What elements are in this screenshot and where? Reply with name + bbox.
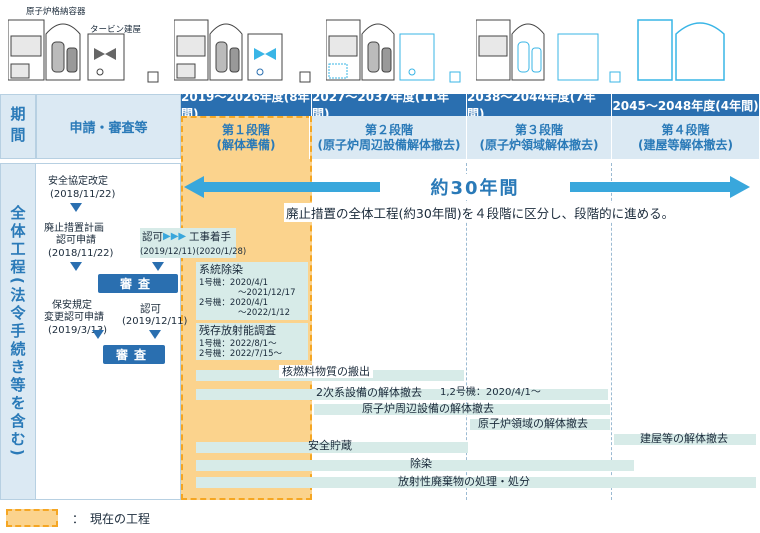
bar-safe-storage — [196, 442, 468, 453]
decon-unit1-end: ～2021/12/17 — [238, 288, 296, 298]
bar-reactor-region — [470, 419, 610, 430]
stage4-desc: (建屋等解体撤去) — [638, 137, 733, 152]
review-1: 審査 — [98, 274, 178, 293]
bar-building-label: 建屋等の解体撤去 — [640, 432, 728, 445]
application-column — [36, 163, 181, 500]
legend-separator: ： — [72, 512, 85, 526]
decon-title: 系統除染 — [199, 263, 243, 276]
stage3-years: 2038～2044年度(7年間) — [467, 90, 612, 121]
bar-waste-disposal-label: 放射性廃棄物の処理・処分 — [398, 475, 530, 488]
safety-agreement-date: (2018/11/22) — [50, 189, 116, 200]
plant-illustration-stage1 — [173, 6, 322, 86]
survey-unit2: 2号機：2022/7/15～ — [199, 349, 282, 359]
decon-unit1: 1号機：2020/4/1 — [199, 278, 269, 288]
bar-waste-disposal — [196, 477, 756, 488]
work-start-date: (2020/1/28) — [196, 247, 247, 257]
plant-diagram — [637, 19, 725, 81]
stage2-cell: 第２段階 (原子炉周辺設備解体撤去) — [312, 116, 467, 159]
bar-secondary-dismantle — [196, 389, 608, 400]
stage4-name: 第４段階 — [661, 122, 710, 137]
plant-illustration-stage4 — [636, 6, 754, 86]
stage4-cell: 第４段階 (建屋等解体撤去) — [612, 116, 760, 159]
plan-application-1: 廃止措置計画 — [44, 223, 104, 234]
approval-1-date: (2019/12/11) — [140, 247, 196, 257]
down-arrow-icon — [70, 203, 82, 212]
bar-building — [614, 434, 756, 445]
down-arrow-icon — [92, 330, 104, 339]
stage2-column — [312, 163, 467, 500]
approval-arrows-icon: ▶▶▶ — [163, 231, 187, 242]
bar-reactor-periphery — [314, 404, 610, 415]
approval-box — [140, 228, 236, 258]
stage2-years: 2027～2037年度(11年間) — [312, 90, 467, 121]
survey-unit1: 1号機：2022/8/1～ — [199, 339, 277, 349]
stage3-name: 第３段階 — [514, 122, 563, 137]
legend-current-swatch — [6, 509, 58, 527]
stage1-name: 第１段階 — [221, 122, 270, 137]
work-start: 工事着手 — [189, 231, 231, 243]
bar-reactor-periphery-label: 原子炉周辺設備の解体撤去 — [362, 402, 494, 415]
period-header: 期間 — [0, 94, 36, 159]
turbine-bldg-label: タービン建屋 — [90, 25, 142, 35]
decon-unit2: 2号機：2020/4/1 — [199, 298, 269, 308]
stage3-desc: (原子炉領域解体撤去) — [479, 137, 599, 152]
down-arrow-icon — [152, 262, 164, 271]
bar-decontamination — [196, 460, 634, 471]
stage4-years: 2045～2048年度(4年間) — [612, 94, 760, 116]
bar-reactor-region-label: 原子炉領域の解体撤去 — [478, 417, 588, 430]
overall-note: 廃止措置の全体工程(約30年間)を４段階に区分し、段階的に進める。 — [284, 203, 677, 222]
stage1-years: 2019～2026年度(8年間) — [181, 90, 312, 121]
plant-illustration-stage2 — [325, 6, 472, 86]
decon-unit2-end: ～2022/1/12 — [238, 308, 291, 318]
legend-label: 現在の工程 — [90, 512, 151, 526]
approval-1: 認可 — [142, 231, 163, 243]
plant-diagram — [475, 19, 621, 83]
system-decontamination-box — [196, 262, 308, 320]
safety-rule-2: 変更認可申請 — [44, 312, 104, 323]
plan-application-2: 認可申請 — [56, 235, 96, 246]
stage1-cell: 第１段階 (解体準備) — [183, 116, 310, 159]
stage1-desc: (解体準備) — [216, 137, 276, 152]
stage2-name: 第２段階 — [364, 122, 413, 137]
stage3-column — [467, 163, 612, 500]
plant-diagram — [325, 19, 461, 83]
approval-2: 認可 — [140, 303, 161, 315]
overall-schedule-label: 全体工程(法令手続き等を含む) — [0, 163, 36, 500]
survey-title: 残存放射能調査 — [199, 324, 276, 337]
vessel-label: 原子炉格納容器 — [26, 7, 86, 17]
bar-secondary-dismantle-label: 2次系設備の解体撤去 — [316, 386, 422, 399]
bar-fuel-removal-label: 核燃料物質の搬出 — [279, 365, 373, 378]
stage3-cell: 第３段階 (原子炉領域解体撤去) — [467, 116, 612, 159]
radioactivity-survey-box — [196, 323, 308, 360]
down-arrow-icon — [149, 330, 161, 339]
review-2: 審査 — [103, 345, 165, 364]
approval-2-date: (2019/12/11) — [122, 316, 188, 327]
safety-rule-date: (2019/3/13) — [48, 325, 108, 336]
application-header: 申請・審査等 — [36, 94, 181, 159]
span-label: 約30年間 — [380, 174, 570, 200]
plan-application-date: (2018/11/22) — [48, 248, 114, 259]
plant-illustration-stage3 — [475, 6, 626, 86]
stage2-desc: (原子炉周辺設備解体撤去) — [317, 137, 461, 152]
bar-secondary-dismantle-extra: 1,2号機：2020/4/1～ — [440, 387, 541, 398]
plant-diagram — [173, 19, 311, 83]
safety-rule-1: 保安規定 — [52, 300, 92, 311]
plant-diagram — [7, 19, 159, 83]
down-arrow-icon — [70, 262, 82, 271]
safety-agreement: 安全協定改定 — [48, 176, 108, 187]
plant-illustration-before: 原子炉格納容器 タービン建屋 — [7, 6, 170, 86]
bar-safe-storage-label: 安全貯蔵 — [308, 439, 352, 452]
bar-decontamination-label: 除染 — [410, 457, 432, 470]
